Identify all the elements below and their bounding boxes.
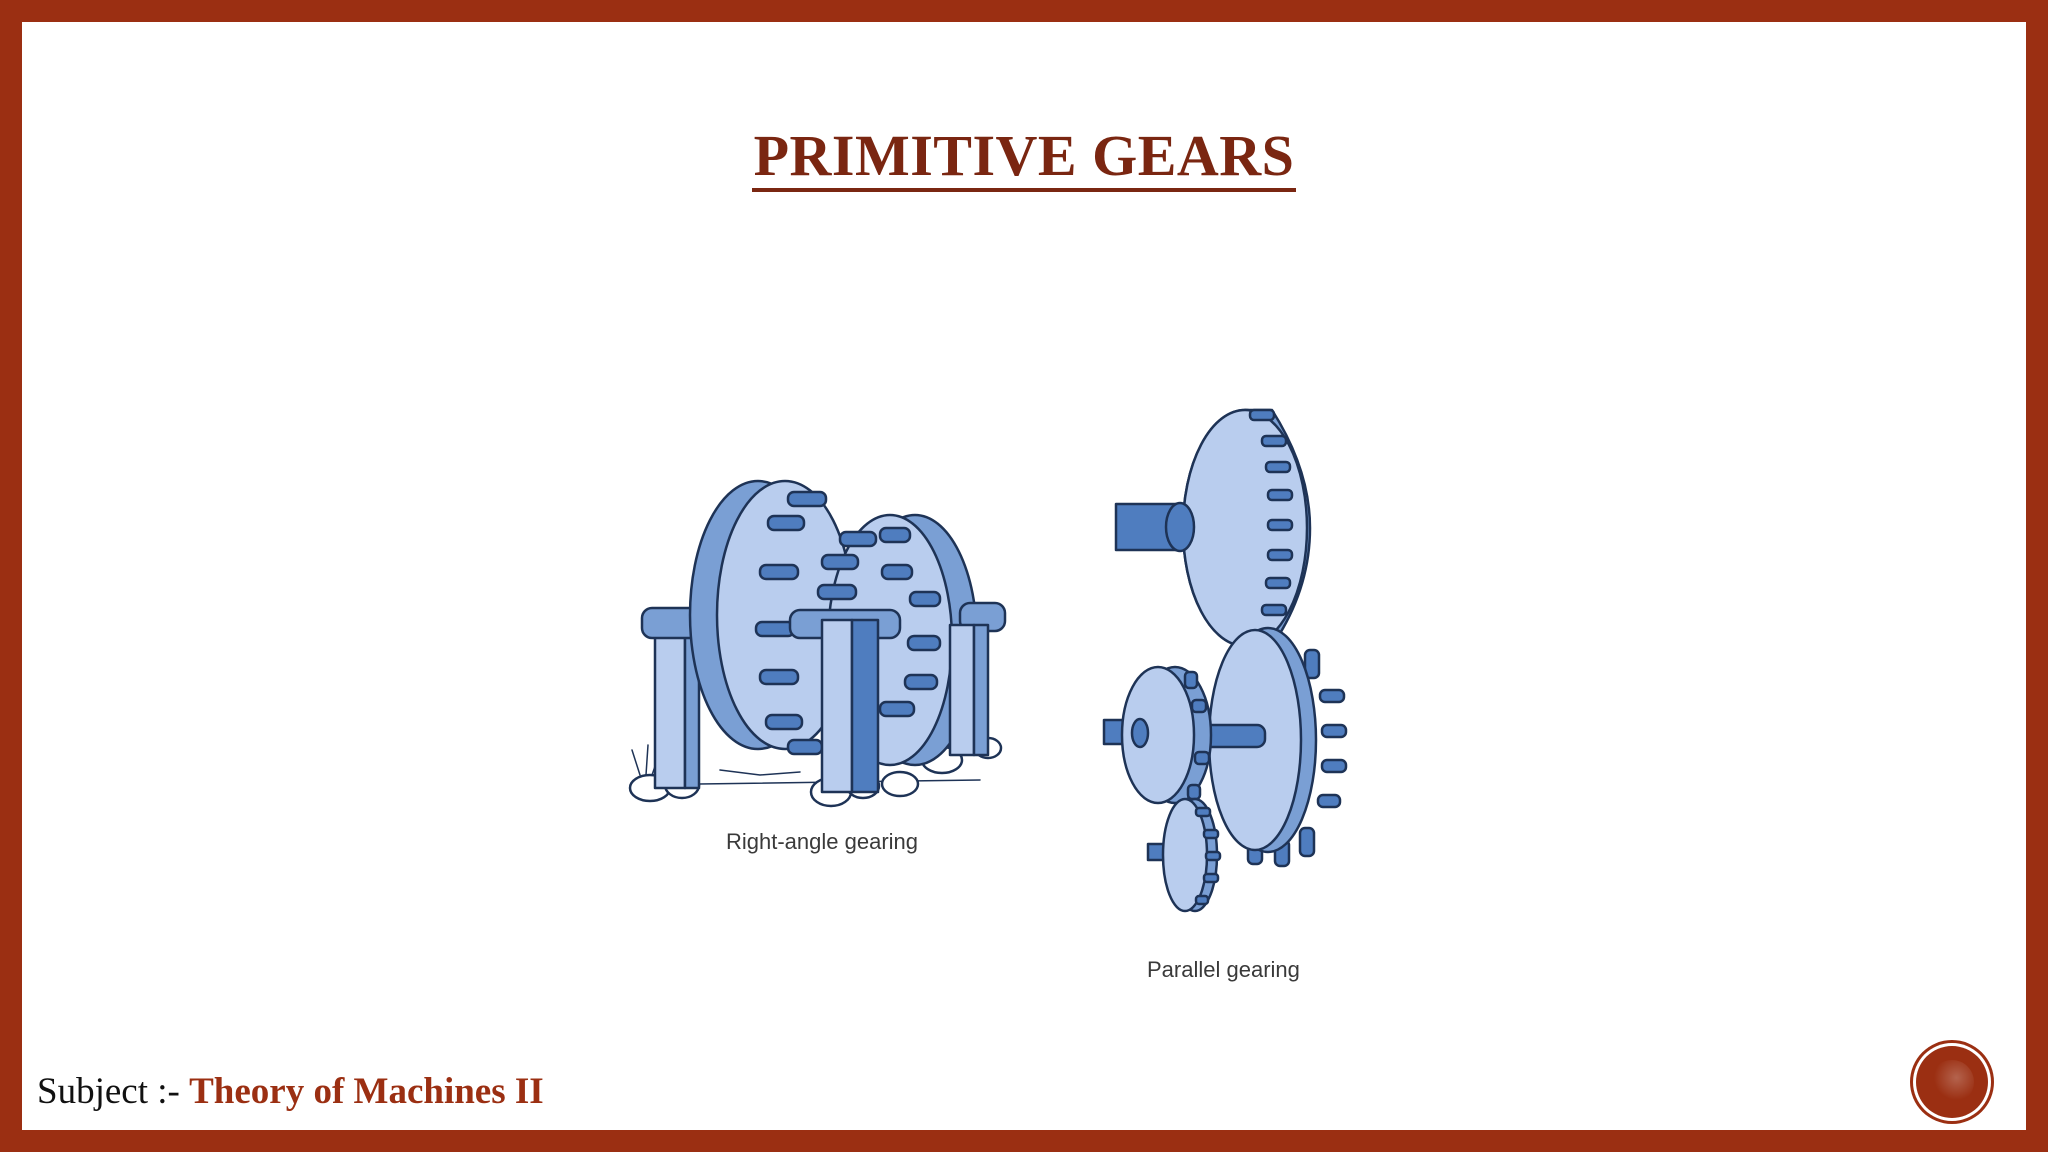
right-angle-gearing-illustration	[628, 479, 1007, 808]
caption-right-angle-gearing: Right-angle gearing	[726, 829, 919, 854]
slide-title: PRIMITIVE GEARS	[0, 122, 2048, 192]
caption-parallel-gearing: Parallel gearing	[1147, 957, 1300, 982]
corner-badge-icon	[1916, 1046, 1988, 1118]
parallel-gearing-illustration	[1102, 408, 1348, 913]
footer-subject-name: Theory of Machines II	[189, 1071, 544, 1112]
footer-prefix: Subject :-	[37, 1071, 190, 1112]
slide-canvas	[22, 22, 2026, 1130]
footer-subject: Subject :- Theory of Machines II	[37, 1070, 544, 1113]
